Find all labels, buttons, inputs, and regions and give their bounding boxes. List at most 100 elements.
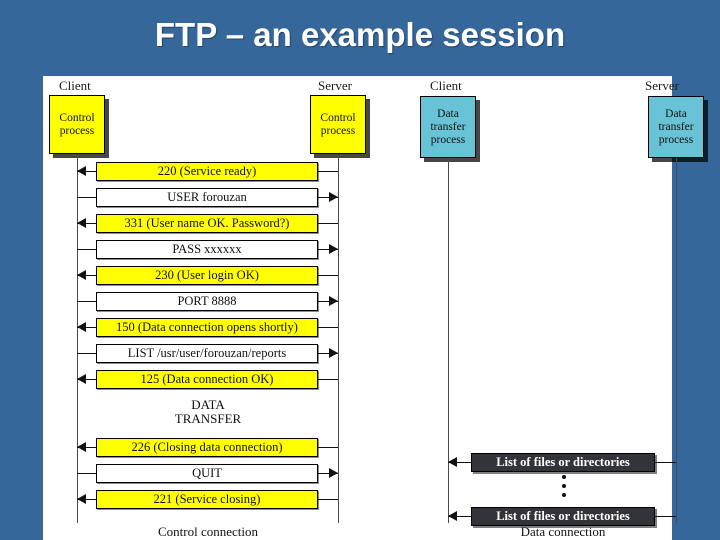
arrow-left-icon xyxy=(77,166,86,176)
message-connector xyxy=(318,301,338,302)
control-connection-caption: Control connection xyxy=(157,524,258,539)
control-message-box[interactable]: QUIT xyxy=(96,464,318,483)
server-data-process-line2: transfer xyxy=(658,120,694,133)
client-data-process-line1: Data xyxy=(437,107,459,120)
message-connector xyxy=(77,275,96,276)
data-connection-caption: Data connection xyxy=(520,524,606,539)
message-connector xyxy=(77,249,96,250)
client-data-transfer-process-box: Data transfer process xyxy=(420,96,476,158)
control-message-box[interactable]: PASS xxxxxx xyxy=(96,240,318,259)
arrow-left-icon xyxy=(448,457,457,467)
server-data-transfer-process-box: Data transfer process xyxy=(648,96,704,158)
message-connector xyxy=(318,223,338,224)
arrow-left-icon xyxy=(77,374,86,384)
control-message-box[interactable]: 230 (User login OK) xyxy=(96,266,318,285)
message-connector xyxy=(77,353,96,354)
server-data-process-line1: Data xyxy=(665,107,687,120)
client-data-lifeline xyxy=(448,158,449,523)
data-server-label: Server xyxy=(645,78,679,93)
control-message-box[interactable]: LIST /usr/user/forouzan/reports xyxy=(96,344,318,363)
control-message-row: 230 (User login OK) xyxy=(43,266,373,285)
message-connector xyxy=(448,516,471,517)
client-control-process-line2: process xyxy=(59,124,95,137)
message-connector xyxy=(77,379,96,380)
control-message-box[interactable]: PORT 8888 xyxy=(96,292,318,311)
server-data-lifeline xyxy=(676,158,677,523)
message-connector xyxy=(318,353,338,354)
message-connector xyxy=(318,473,338,474)
control-message-row: 331 (User name OK. Password?) xyxy=(43,214,373,233)
message-connector xyxy=(318,499,338,500)
message-connector xyxy=(318,197,338,198)
control-message-box[interactable]: 150 (Data connection opens shortly) xyxy=(96,318,318,337)
message-connector xyxy=(655,516,676,517)
message-connector xyxy=(318,379,338,380)
page-title: FTP – an example session xyxy=(154,16,566,53)
client-data-process-line2: transfer xyxy=(430,120,466,133)
arrow-left-icon xyxy=(77,442,86,452)
data-connection-diagram: Client Server Data transfer process Data… xyxy=(373,76,704,540)
arrow-right-icon xyxy=(329,348,338,358)
message-connector xyxy=(318,327,338,328)
message-connector xyxy=(318,249,338,250)
arrow-right-icon xyxy=(329,296,338,306)
data-message-row: List of files or directories xyxy=(373,507,676,526)
arrow-right-icon xyxy=(329,244,338,254)
message-connector xyxy=(77,301,96,302)
server-control-process-box: Control process xyxy=(310,95,366,154)
vertical-ellipsis-icon xyxy=(562,475,566,497)
client-control-lifeline xyxy=(77,154,78,523)
arrow-right-icon xyxy=(329,192,338,202)
control-server-label: Server xyxy=(318,78,352,93)
control-message-row: LIST /usr/user/forouzan/reports xyxy=(43,344,373,363)
control-message-row: PASS xxxxxx xyxy=(43,240,373,259)
control-connection-diagram: Client Server Control process Control pr… xyxy=(43,76,373,540)
message-connector xyxy=(318,275,338,276)
arrow-right-icon xyxy=(329,468,338,478)
client-data-process-line3: process xyxy=(430,133,466,146)
message-connector xyxy=(448,462,471,463)
client-control-process-line1: Control xyxy=(59,111,95,124)
control-message-row: 221 (Service closing) xyxy=(43,490,373,509)
data-message-box[interactable]: List of files or directories xyxy=(471,453,655,472)
control-message-row: 220 (Service ready) xyxy=(43,162,373,181)
message-connector xyxy=(655,462,676,463)
server-control-process-line2: process xyxy=(320,124,356,137)
message-connector xyxy=(77,327,96,328)
arrow-left-icon xyxy=(77,218,86,228)
message-connector xyxy=(318,171,338,172)
control-message-row: QUIT xyxy=(43,464,373,483)
data-message-row: List of files or directories xyxy=(373,453,676,472)
data-transfer-note: DATA TRANSFER xyxy=(174,397,242,426)
message-connector xyxy=(77,447,96,448)
control-message-box[interactable]: 125 (Data connection OK) xyxy=(96,370,318,389)
server-data-process-line3: process xyxy=(658,133,694,146)
message-connector xyxy=(77,499,96,500)
message-connector xyxy=(77,223,96,224)
control-message-box[interactable]: USER forouzan xyxy=(96,188,318,207)
control-message-row: USER forouzan xyxy=(43,188,373,207)
control-message-row: 150 (Data connection opens shortly) xyxy=(43,318,373,337)
control-message-box[interactable]: 220 (Service ready) xyxy=(96,162,318,181)
server-control-process-line1: Control xyxy=(320,111,356,124)
message-connector xyxy=(77,473,96,474)
arrow-left-icon xyxy=(77,270,86,280)
message-connector xyxy=(77,171,96,172)
control-message-box[interactable]: 331 (User name OK. Password?) xyxy=(96,214,318,233)
server-control-lifeline xyxy=(338,154,339,523)
message-connector xyxy=(77,197,96,198)
control-client-label: Client xyxy=(59,78,91,93)
message-connector xyxy=(318,447,338,448)
control-message-box[interactable]: 221 (Service closing) xyxy=(96,490,318,509)
arrow-left-icon xyxy=(77,322,86,332)
data-message-box[interactable]: List of files or directories xyxy=(471,507,655,526)
client-control-process-box: Control process xyxy=(49,95,105,154)
control-message-row: PORT 8888 xyxy=(43,292,373,311)
arrow-left-icon xyxy=(77,494,86,504)
arrow-left-icon xyxy=(448,511,457,521)
data-client-label: Client xyxy=(430,78,462,93)
control-message-box[interactable]: 226 (Closing data connection) xyxy=(96,438,318,457)
control-message-row: 226 (Closing data connection) xyxy=(43,438,373,457)
figure-panel: Client Server Control process Control pr… xyxy=(43,76,704,540)
control-message-row: 125 (Data connection OK) xyxy=(43,370,373,389)
